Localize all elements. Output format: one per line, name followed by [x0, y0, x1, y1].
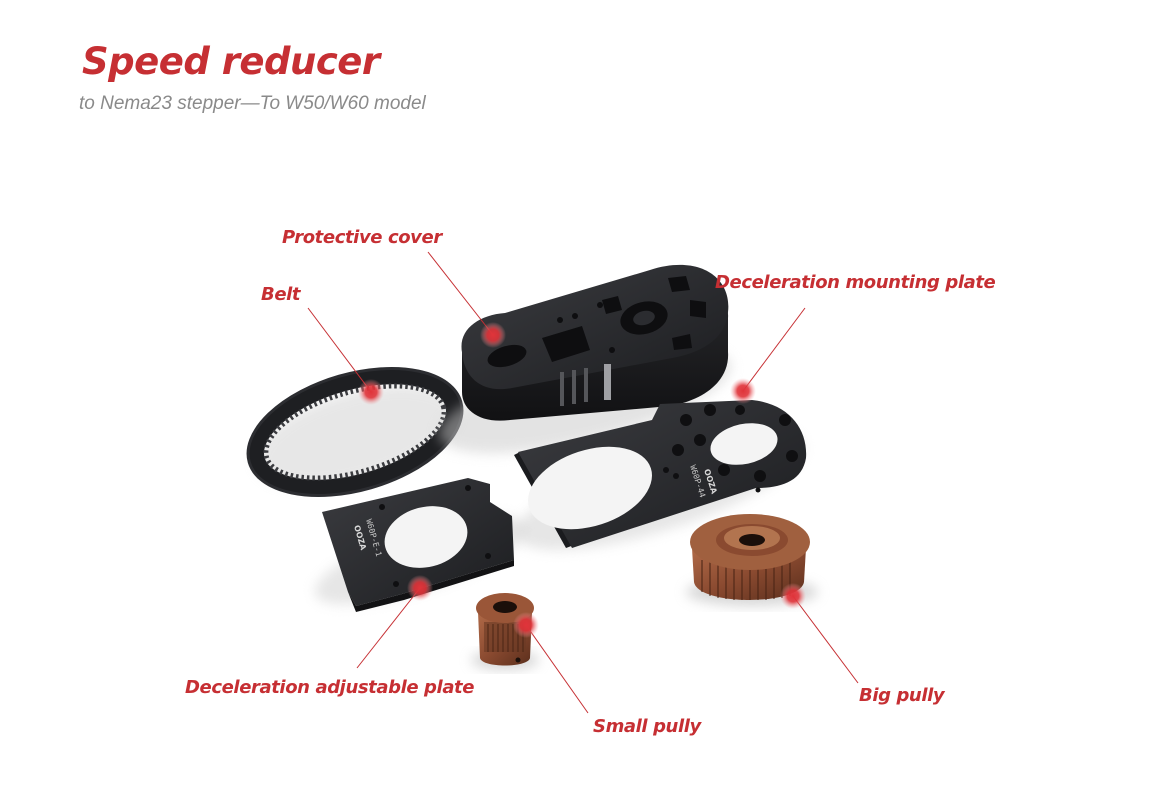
big-pully-label: Big pully — [859, 685, 945, 706]
protective-cover-label: Protective cover — [282, 227, 442, 248]
big-pully-part — [686, 514, 818, 606]
adjustable-plate-marker — [407, 575, 433, 601]
belt-leader — [307, 307, 372, 393]
big-pully-marker — [780, 583, 806, 609]
protective-cover-marker — [480, 322, 506, 348]
protective-cover-part — [439, 264, 731, 454]
deceleration-adjustable-plate-label: Deceleration adjustable plate — [185, 677, 475, 698]
belt-marker — [358, 379, 384, 405]
deceleration-mounting-plate-part: W60P-44 OOZA — [514, 400, 807, 550]
big-pully-leader — [792, 595, 859, 684]
adjustable-plate-leader — [356, 587, 421, 669]
mounting-plate-marker — [730, 378, 756, 404]
page-subtitle: to Nema23 stepper—To W50/W60 model — [79, 93, 426, 114]
small-pully-label: Small pully — [593, 716, 701, 737]
belt-label: Belt — [261, 284, 301, 305]
deceleration-adjustable-plate-part: OOZA W60P-E-1 — [314, 478, 526, 612]
belt-part — [246, 367, 464, 497]
small-pully-leader — [525, 624, 589, 714]
protective-cover-leader — [427, 251, 494, 336]
page-title: Speed reducer — [82, 40, 380, 83]
small-pully-marker — [513, 612, 539, 638]
mounting-plate-leader — [742, 307, 806, 392]
deceleration-mounting-plate-label: Deceleration mounting plate — [715, 272, 996, 293]
